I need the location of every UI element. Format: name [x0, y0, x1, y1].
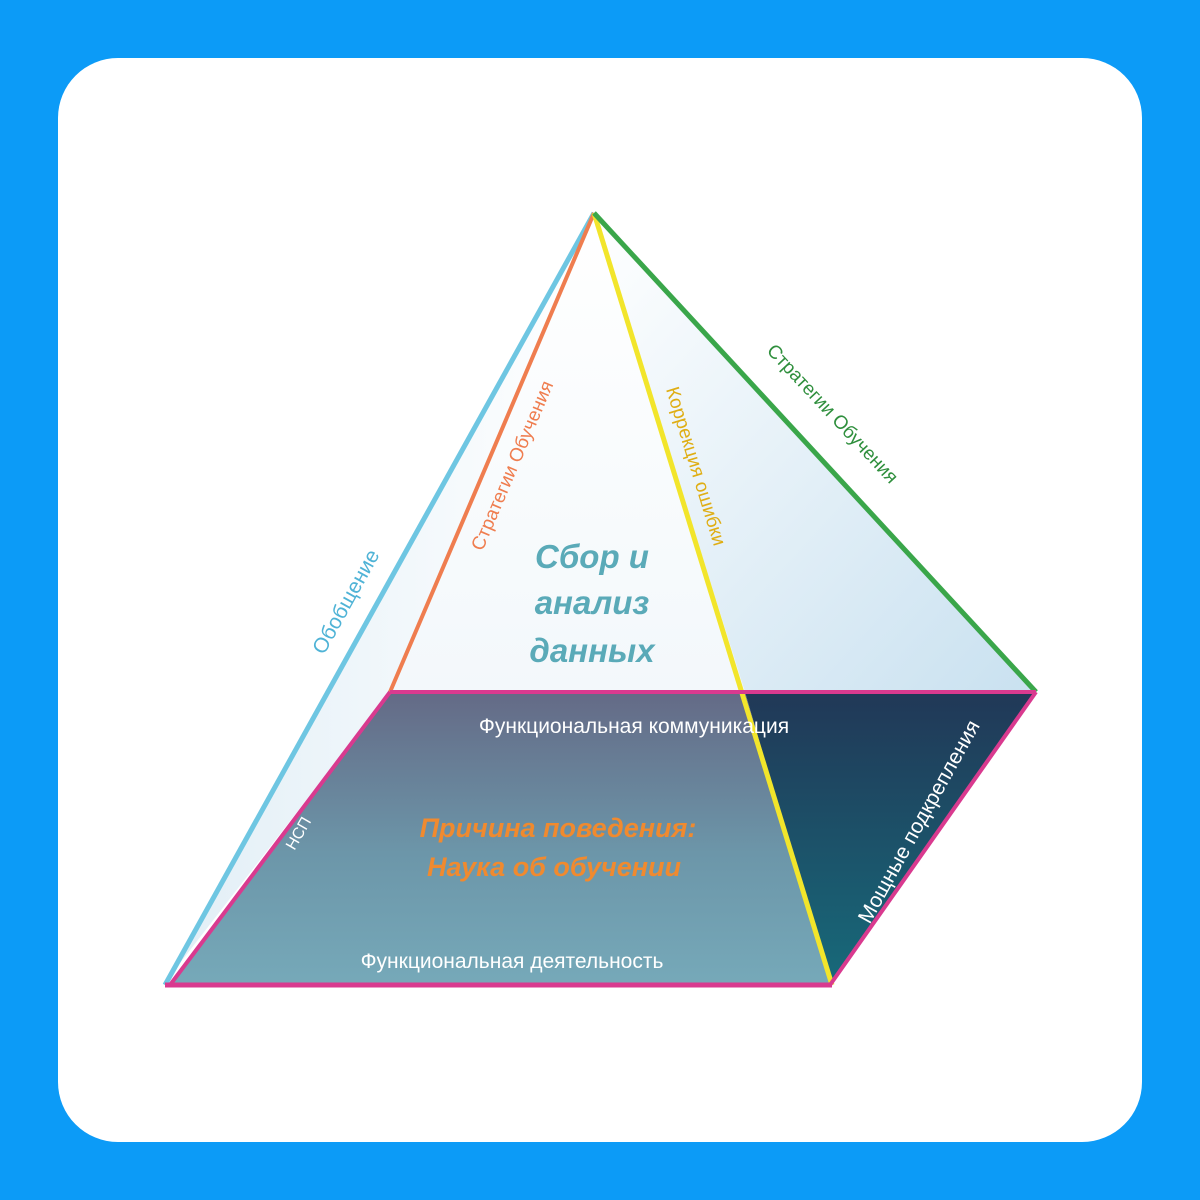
edge-left-outer [162, 211, 597, 987]
edge-base-right [828, 690, 1038, 987]
base-title-line-2: Наука об обучении [427, 852, 682, 882]
top-title-line-3: данных [529, 632, 656, 669]
base-bottom-label: Функциональная деятельность [361, 950, 664, 973]
base-top-label: Функциональная коммуникация [479, 715, 789, 738]
top-title-line-1: Сбор и [535, 538, 649, 575]
edge-right [592, 211, 1038, 694]
front-face [390, 213, 745, 692]
base-right-face [745, 692, 1034, 985]
edge-center [591, 212, 835, 986]
edge-base-left [168, 690, 392, 987]
top-title-line-2: анализ [535, 584, 650, 621]
edge-left-inner [388, 212, 596, 693]
base-title-line-1: Причина поведения: [420, 813, 697, 843]
base-front-face [168, 692, 830, 985]
